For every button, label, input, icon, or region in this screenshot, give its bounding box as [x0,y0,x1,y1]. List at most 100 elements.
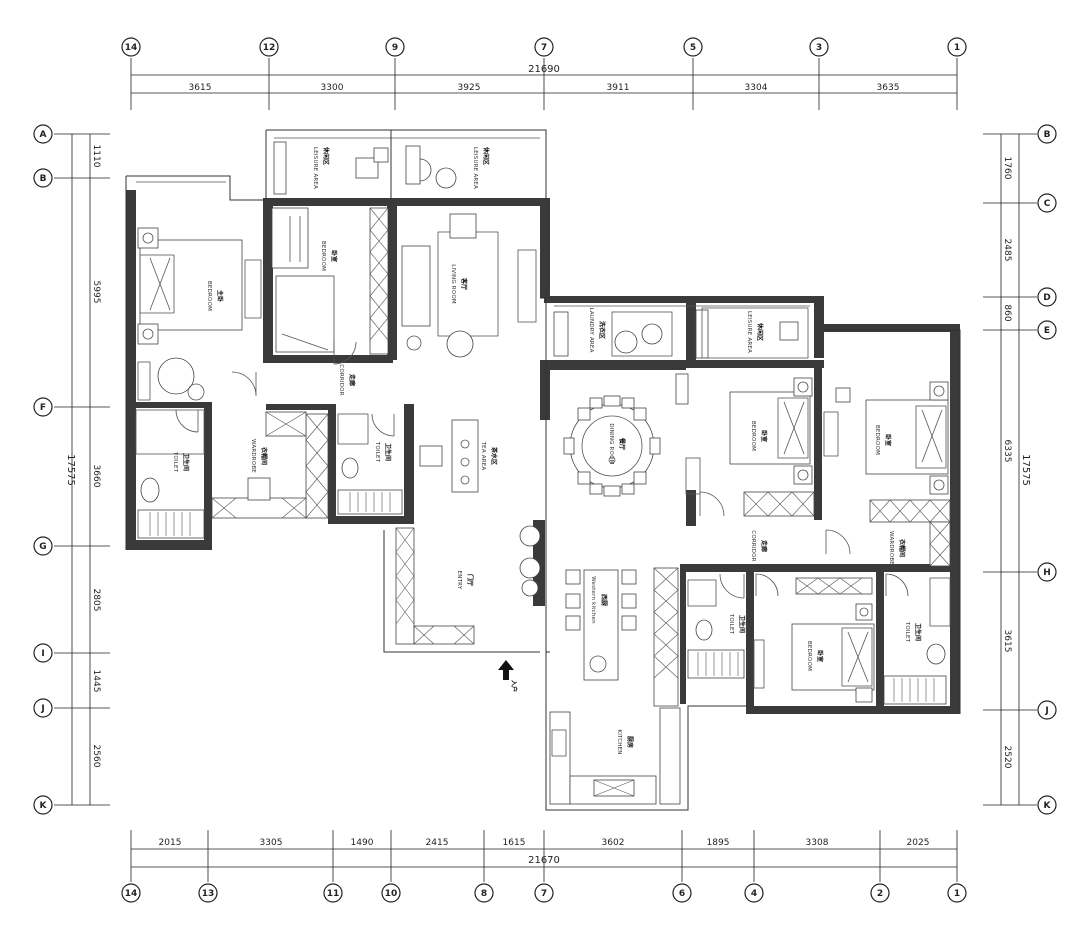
svg-text:主卧: 主卧 [216,290,224,302]
svg-text:厨房: 厨房 [626,736,634,748]
furniture [135,141,951,805]
svg-text:CORRIDOR: CORRIDOR [338,364,344,395]
axis-bubble: 8 [474,883,494,903]
svg-text:洗衣区: 洗衣区 [598,321,606,339]
room-labels: 休闲区 LEISURE AREA 休闲区 LEISURE AREA 主卧 BED… [172,146,922,755]
room-label-bedroom-mid: 卧室 BEDROOM [750,421,768,451]
dining-table [563,395,661,497]
svg-text:WARDROBE: WARDROBE [888,531,894,565]
axis-bubble: 7 [534,883,554,903]
axis-bubble: 7 [534,37,554,57]
svg-text:LIVING ROOM: LIVING ROOM [450,264,456,304]
bottom-dimension: 3308 [806,838,829,848]
room-label-wardrobe-right: 衣帽间 WARDROBE [888,531,906,565]
top-dimension-group: 21690 3615 3300 3925 3911 3304 3635 14 1… [121,37,967,110]
kitchen-cabinet [549,567,681,805]
svg-text:衣帽间: 衣帽间 [898,539,906,557]
svg-text:餐厅: 餐厅 [618,437,626,450]
svg-text:TOILET: TOILET [374,441,380,463]
svg-text:LEISURE AREA: LEISURE AREA [312,147,318,189]
room-label-toilet-right: 卫生间 TOILET [904,621,922,643]
room-label-corridor-right: 走廊 CORRIDOR [750,530,768,561]
bathtub-icon [137,509,205,539]
left-dimension: 3660 [91,465,101,488]
svg-text:9: 9 [392,43,398,53]
svg-text:10: 10 [385,889,398,899]
bottom-dimension: 2015 [159,838,182,848]
axis-bubble: 13 [198,883,218,903]
right-dimension: 1760 [1002,157,1012,180]
axis-bubble: A [33,124,53,144]
svg-text:6: 6 [679,889,685,899]
axis-bubble: C [1037,193,1057,213]
axis-bubble: 3 [809,37,829,57]
svg-text:ENTRY: ENTRY [456,571,462,590]
svg-text:B: B [40,174,47,184]
bathtub-icon [687,649,745,679]
room-label-toilet-mid: 卫生间 TOILET [728,613,746,635]
room-label-bedroom-right: 卧室 BEDROOM [874,425,892,455]
room-label-dining-room: 餐厅 DINING ROOM [608,423,626,464]
svg-text:卫生间: 卫生间 [914,623,922,641]
svg-text:2: 2 [877,889,883,899]
axis-bubble: 10 [381,883,401,903]
wardrobe-cabinet [369,207,389,355]
svg-text:C: C [1044,199,1051,209]
svg-text:8: 8 [481,889,487,899]
svg-text:LAUNDRY AREA: LAUNDRY AREA [588,307,594,352]
axis-bubble: 1 [947,883,967,903]
svg-text:WARDROBE: WARDROBE [250,439,256,473]
svg-text:1: 1 [954,43,960,53]
svg-text:3: 3 [816,43,822,53]
left-total-dimension: 17575 [65,454,76,486]
axis-bubble: 6 [672,883,692,903]
bottom-dimension: 2025 [907,838,930,848]
axis-bubble: K [33,795,53,815]
toilet-icon [926,643,946,665]
axis-bubble: B [1037,124,1057,144]
axis-bubble: 9 [385,37,405,57]
axis-bubble: 1 [947,37,967,57]
svg-text:12: 12 [263,43,276,53]
svg-text:G: G [39,542,46,552]
bottom-total-dimension: 21670 [528,855,560,866]
tea-table [451,419,479,493]
entrance-label: 入户 [510,679,518,692]
bottom-dimension: 3305 [260,838,283,848]
right-dimension: 2520 [1002,746,1012,769]
left-dimension: 2805 [91,589,101,612]
svg-text:TOILET: TOILET [728,613,734,635]
plan-outline [125,129,961,811]
svg-text:11: 11 [327,889,340,899]
axis-bubble: 5 [683,37,703,57]
washer-icon [614,330,638,354]
axis-bubble: J [1037,700,1057,720]
plant-icon [519,557,541,579]
plant-icon [521,579,539,597]
sofa-icon [401,245,431,327]
axis-bubble: 2 [870,883,890,903]
bed-icon [139,239,243,331]
entry-cabinet [395,527,475,645]
svg-text:1: 1 [954,889,960,899]
left-dimension: 1445 [91,670,101,693]
axis-bubble: I [33,643,53,663]
left-dimension: 1110 [91,145,101,168]
right-dimension: 860 [1002,304,1012,321]
svg-text:I: I [41,649,44,659]
svg-text:E: E [1044,326,1050,336]
svg-text:西厨: 西厨 [600,594,608,606]
room-label-bedroom-master: 主卧 BEDROOM [206,281,224,311]
axis-bubble: F [33,397,53,417]
axis-bubble: 4 [744,883,764,903]
wardrobe-cabinet [211,411,329,519]
right-dimension: 3615 [1002,630,1012,653]
top-dimension: 3635 [877,83,900,93]
room-label-corridor-left: 走廊 CORRIDOR [338,364,356,395]
axis-bubble: 14 [121,883,141,903]
room-label-bedroom-small: 卧室 BEDROOM [320,241,338,271]
bottom-dimension: 1895 [707,838,730,848]
svg-text:F: F [40,403,46,413]
right-dimension: 6335 [1002,440,1012,463]
left-dimension: 5995 [91,281,101,304]
